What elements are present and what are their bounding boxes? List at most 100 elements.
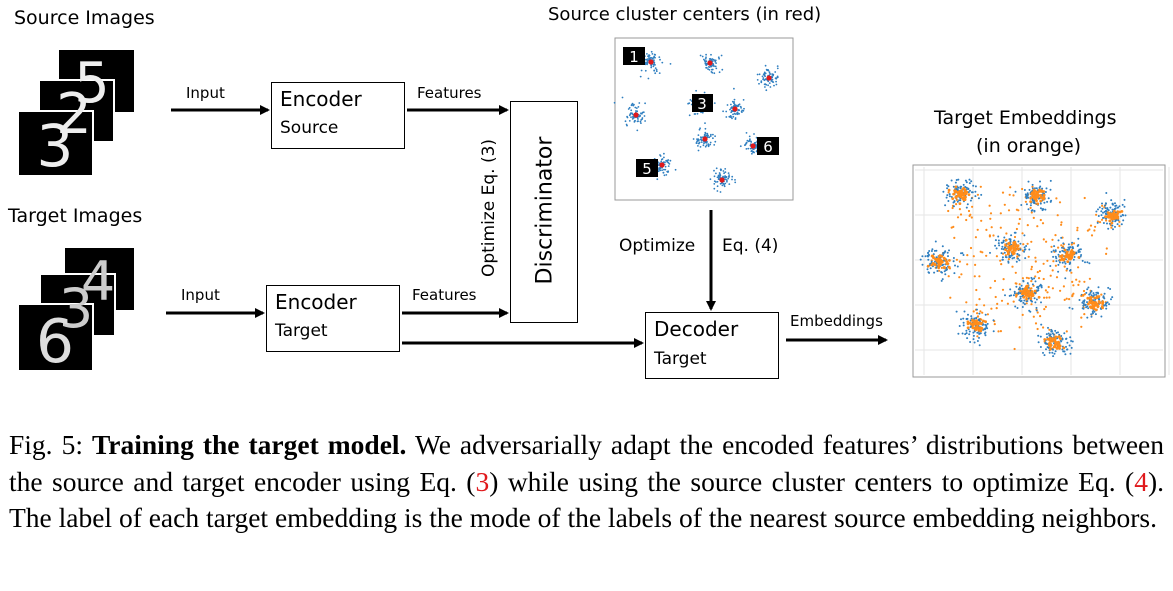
scatter-point — [957, 178, 960, 181]
scatter-point — [1105, 307, 1108, 310]
source-digit-back: 5 — [74, 51, 110, 116]
embedding-point — [1005, 232, 1008, 235]
embedding-point — [1034, 260, 1037, 263]
scatter-point — [712, 137, 714, 140]
embedding-point — [976, 335, 979, 338]
scatter-point — [973, 341, 976, 344]
scatter-point — [1047, 326, 1049, 329]
scatter-point — [1016, 253, 1019, 255]
embedding-point — [1007, 258, 1011, 261]
embedding-point — [1088, 277, 1091, 280]
scatter-point — [1075, 252, 1078, 255]
embedding-point — [1015, 227, 1019, 231]
scatter-point — [656, 178, 659, 181]
scatter-point — [732, 115, 735, 118]
target-embeddings-subtitle: (in orange) — [976, 135, 1082, 157]
scatter-point — [1105, 217, 1107, 220]
scatter-point — [1058, 333, 1061, 336]
embedding-point — [1100, 305, 1104, 308]
embedding-point — [980, 327, 984, 330]
scatter-point — [1080, 254, 1083, 256]
embedding-point — [940, 255, 944, 258]
scatter-point — [762, 78, 764, 81]
scatter-point — [956, 188, 959, 191]
caption-part3: ). The label of each target embedding is… — [9, 465, 1165, 534]
embedding-point — [1118, 224, 1121, 228]
embedding-point — [1083, 293, 1086, 296]
embedding-point — [972, 322, 976, 326]
embedding-point — [997, 330, 1000, 333]
embedding-point — [1070, 271, 1073, 274]
scatter-point — [667, 170, 670, 173]
scatter-point — [736, 104, 738, 107]
scatter-point — [1057, 263, 1060, 266]
embedding-point — [1063, 265, 1066, 268]
scatter-point — [978, 312, 981, 315]
scatter-point — [1018, 286, 1021, 289]
embedding-point — [1034, 275, 1037, 278]
scatter-point — [969, 319, 972, 322]
embedding-point — [1021, 277, 1024, 280]
scatter-point — [1035, 187, 1038, 190]
embedding-point — [980, 321, 983, 325]
scatter-point — [1059, 250, 1061, 253]
scatter-point — [1084, 303, 1087, 306]
scatter-point — [661, 169, 663, 172]
scatter-point — [959, 199, 962, 202]
caption-ref-eq4[interactable]: 4 — [1134, 465, 1148, 497]
embedding-point — [1034, 256, 1037, 259]
embedding-point — [947, 191, 950, 194]
embedding-point — [1017, 222, 1020, 225]
embedding-point — [982, 319, 985, 323]
embedding-point — [1113, 209, 1116, 213]
embedding-point — [1042, 326, 1045, 329]
scatter-point — [1018, 254, 1021, 257]
scatter-point — [969, 189, 971, 192]
scatter-point — [1094, 313, 1097, 316]
scatter-point — [1014, 190, 1017, 193]
scatter-point — [954, 264, 956, 267]
scatter-point — [709, 141, 712, 144]
scatter-point — [978, 344, 981, 347]
scatter-point — [714, 140, 717, 143]
scatter-point — [1111, 296, 1114, 299]
scatter-point — [689, 99, 692, 101]
scatter-point — [1013, 290, 1016, 293]
scatter-point — [1079, 255, 1082, 258]
embedding-point — [1078, 280, 1081, 283]
scatter-point — [705, 141, 708, 144]
scatter-point — [718, 176, 721, 178]
scatter-point — [929, 267, 932, 270]
scatter-point — [1039, 335, 1042, 338]
scatter-point — [972, 184, 975, 187]
scatter-point — [936, 270, 939, 272]
scatter-point — [768, 71, 771, 74]
scatter-point — [962, 183, 965, 186]
scatter-point — [638, 115, 640, 118]
embedding-point — [942, 256, 946, 260]
scatter-point — [968, 178, 971, 181]
embedding-point — [1009, 186, 1012, 189]
scatter-point — [1071, 340, 1074, 343]
scatter-point — [1063, 260, 1066, 263]
scatter-point — [644, 58, 647, 61]
embedding-point — [1054, 234, 1057, 237]
embedding-point — [1039, 194, 1042, 197]
scatter-point — [975, 316, 978, 319]
scatter-point — [940, 271, 943, 273]
scatter-point — [1048, 351, 1051, 354]
scatter-point — [1095, 291, 1098, 294]
scatter-point — [667, 165, 670, 168]
embedding-point — [988, 204, 991, 207]
scatter-point — [721, 184, 724, 187]
embedding-point — [972, 255, 975, 258]
embedding-point — [981, 311, 984, 314]
caption-ref-eq3[interactable]: 3 — [475, 465, 490, 497]
embedding-point — [999, 259, 1002, 262]
scatter-point — [927, 252, 929, 254]
scatter-point — [713, 144, 716, 146]
scatter-point — [771, 80, 774, 83]
scatter-point — [722, 175, 724, 178]
scatter-point — [639, 120, 642, 123]
scatter-point — [710, 53, 712, 56]
